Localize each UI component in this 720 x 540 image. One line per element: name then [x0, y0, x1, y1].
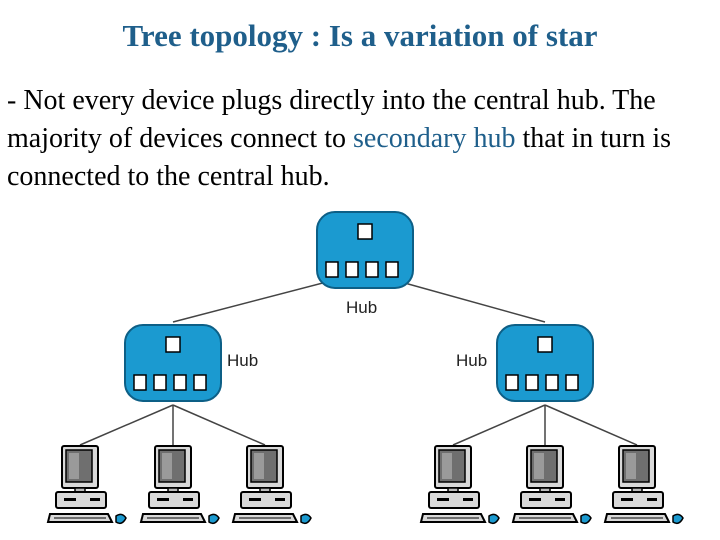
central-hub-label: Hub	[346, 298, 377, 317]
computer-icon	[421, 446, 499, 523]
secondary-hub-left	[125, 325, 221, 401]
secondary-hub-right-label: Hub	[456, 351, 487, 370]
central-hub	[317, 212, 413, 288]
secondary-hub-right	[497, 325, 593, 401]
computer-icon	[48, 446, 126, 523]
computer-icon	[141, 446, 219, 523]
computer-icon	[233, 446, 311, 523]
secondary-hub-left-label: Hub	[227, 351, 258, 370]
computer-icon	[513, 446, 591, 523]
computer-icon	[605, 446, 683, 523]
